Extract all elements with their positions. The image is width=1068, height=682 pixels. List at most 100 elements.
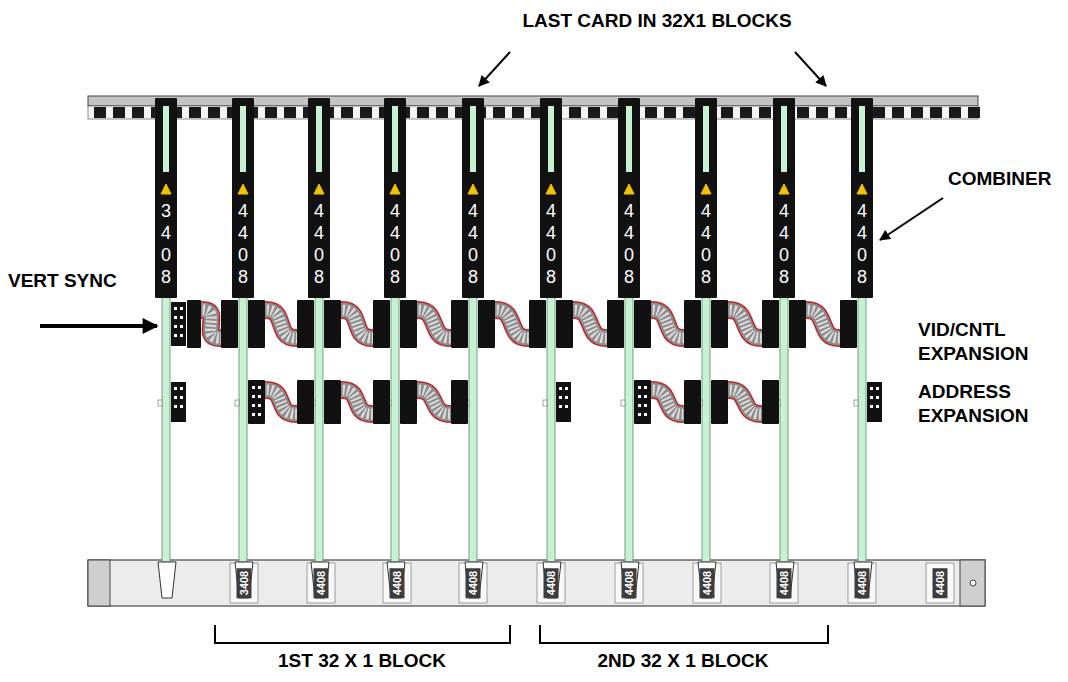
ejector-slot	[240, 106, 246, 172]
ribbon-conductors	[571, 310, 609, 338]
card-board	[239, 100, 247, 562]
ribbon-conductors	[199, 310, 223, 338]
ejector-slot	[703, 106, 709, 172]
callout-label: LAST CARD IN 32X1 BLOCKS	[522, 10, 791, 32]
ribbon-connector	[400, 380, 417, 424]
ribbon-cable	[415, 390, 453, 414]
header-pin	[180, 334, 183, 337]
callout-label: VID/CNTL EXPANSION	[918, 318, 1058, 366]
ribbon-connector	[684, 300, 701, 348]
connector-pin	[644, 404, 647, 407]
card-latch	[235, 562, 253, 598]
board-marking	[621, 400, 625, 406]
ribbon-cable	[415, 310, 453, 338]
module-face	[615, 563, 643, 603]
header-pin	[180, 387, 183, 390]
cards	[155, 98, 954, 603]
card-ejector	[540, 98, 562, 298]
esd-symbol	[779, 184, 789, 194]
ribbon-edge	[339, 390, 375, 414]
ribbon-conductors	[726, 310, 764, 338]
ribbon-connector	[634, 300, 651, 348]
ribbon-edge	[339, 310, 375, 338]
ribbon-edge	[415, 390, 453, 414]
ribbon-edge	[649, 390, 686, 414]
ribbon-connector	[248, 300, 265, 348]
ribbon-connector	[556, 300, 573, 348]
header-pin	[180, 325, 183, 328]
ribbon-edge	[726, 310, 764, 338]
pin-header	[171, 382, 186, 422]
ribbon-edge	[263, 310, 299, 338]
ribbon-connector	[451, 300, 468, 348]
esd-symbol	[161, 184, 171, 194]
module-tag: 4408	[933, 568, 948, 598]
pin-header	[867, 382, 882, 422]
board-marking	[235, 400, 239, 406]
ribbon-connector	[248, 380, 265, 424]
circuit-card	[384, 98, 487, 603]
ribbon-cable	[199, 310, 223, 338]
connector-pin	[258, 395, 261, 398]
header-pin	[174, 307, 177, 310]
module-face	[693, 563, 721, 603]
connector-pin	[644, 395, 647, 398]
header-pin	[174, 396, 177, 399]
ribbon-connector	[840, 300, 857, 348]
ribbon-connector	[762, 300, 779, 348]
ribbon-edge	[726, 390, 764, 414]
card-number: 4408	[778, 200, 790, 288]
module-tag: 4408	[466, 568, 481, 598]
connector-pin	[258, 386, 261, 389]
rail-guide	[740, 107, 752, 118]
card-ejector	[155, 98, 177, 298]
card-board	[702, 100, 710, 562]
header-pin	[870, 387, 873, 390]
ejector-slot	[859, 106, 865, 172]
card-ejector	[384, 98, 406, 298]
ribbon-conductors	[493, 310, 531, 338]
block-label: 2ND 32 X 1 BLOCK	[597, 650, 768, 672]
header-pin	[876, 405, 879, 408]
ribbon-edge	[571, 310, 609, 338]
signal-name: VERT SYNC	[8, 270, 117, 292]
ribbon-cable	[726, 310, 764, 338]
card-latch	[311, 562, 329, 598]
circuit-card	[695, 98, 798, 603]
module-tag: 4408	[314, 568, 329, 598]
ribbon-row	[171, 380, 882, 424]
ribbon-cable	[263, 310, 299, 338]
ribbon-connector	[711, 380, 728, 424]
header-pin	[559, 405, 562, 408]
module-face	[770, 563, 798, 603]
connector-pin	[258, 413, 261, 416]
card-number: 4408	[313, 200, 325, 288]
card-latch	[465, 562, 483, 598]
rail-guide	[759, 107, 771, 118]
header-pin	[180, 405, 183, 408]
card-number: 4408	[623, 200, 635, 288]
rail-guide	[949, 107, 961, 118]
esd-symbol	[857, 184, 867, 194]
card-ejector	[232, 98, 254, 298]
esd-symbol	[238, 184, 248, 194]
ribbon-connector	[607, 300, 624, 348]
module-face	[926, 563, 954, 603]
header-pin	[174, 325, 177, 328]
card-ejector	[851, 98, 873, 298]
card-number: 4408	[389, 200, 401, 288]
ribbon-edge	[263, 390, 299, 414]
rail-endcap	[960, 560, 985, 606]
header-pin	[180, 316, 183, 319]
rail-guide	[284, 107, 296, 118]
ribbon-cable	[339, 310, 375, 338]
ribbon-connector	[373, 380, 390, 424]
ejector-slot	[392, 106, 398, 172]
rail-guide	[94, 107, 106, 118]
esd-symbol	[390, 184, 400, 194]
card-board	[315, 100, 323, 562]
header-pin	[180, 307, 183, 310]
rail-guide	[892, 107, 904, 118]
module-face	[848, 563, 876, 603]
